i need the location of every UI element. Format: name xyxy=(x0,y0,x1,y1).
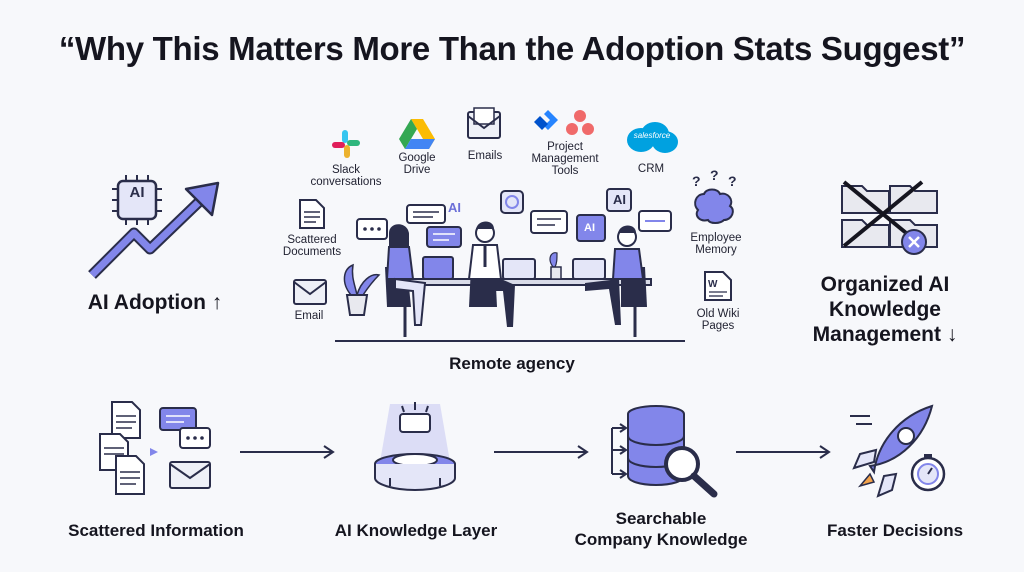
database-search-icon xyxy=(611,405,718,498)
svg-text:?: ? xyxy=(710,167,719,183)
flow-step-1-label: Scattered Information xyxy=(68,521,244,540)
slack-label: Slack conversations xyxy=(310,164,382,188)
rocket-stopwatch-icon xyxy=(850,404,946,498)
salesforce-logo-text: salesforce xyxy=(633,131,671,140)
slack-icon xyxy=(332,130,360,158)
employee-memory-label: Employee Memory xyxy=(690,232,742,256)
ai-knowledge-layer-icon xyxy=(374,402,456,492)
wiki-pages-label: Old Wiki Pages xyxy=(696,308,740,332)
flow-step-2-label: AI Knowledge Layer xyxy=(334,521,498,540)
ai-chip-label: AI xyxy=(129,184,145,201)
google-drive-label: Google Drive xyxy=(398,152,436,176)
svg-text:W: W xyxy=(708,279,718,290)
google-drive-icon xyxy=(399,119,435,149)
ai-adoption-label: AI Adoption ↑ xyxy=(87,291,223,314)
email-icon xyxy=(293,279,327,305)
scattered-information-icon xyxy=(99,401,211,495)
flow-arrow-icon xyxy=(240,445,335,459)
salesforce-icon xyxy=(627,122,678,153)
wiki-page-icon: W xyxy=(704,271,732,301)
document-icon xyxy=(299,199,325,229)
emails-icon xyxy=(467,107,501,139)
flow-arrow-icon xyxy=(494,445,589,459)
crm-label: CRM xyxy=(637,163,665,175)
ai-adoption-chart-icon xyxy=(88,175,220,279)
crossed-folders-icon xyxy=(841,180,938,255)
ai-tag-2: AI xyxy=(584,222,595,234)
scattered-documents-label: Scattered Documents xyxy=(282,234,342,258)
flow-step-4-label: Faster Decisions xyxy=(826,521,964,540)
ai-tag-1: AI xyxy=(448,200,461,215)
project-management-label: Project Management Tools xyxy=(531,141,599,177)
brain-question-icon: ? ? ? xyxy=(692,167,737,224)
project-management-icons xyxy=(534,110,594,135)
flow-step-3-label: Searchable Company Knowledge xyxy=(574,509,748,549)
ai-tag-3: AI xyxy=(613,192,626,207)
page-title: “Why This Matters More Than the Adoption… xyxy=(58,30,966,67)
emails-label: Emails xyxy=(467,150,503,162)
flow-arrow-icon xyxy=(736,445,831,459)
email-label: Email xyxy=(294,310,324,322)
svg-text:?: ? xyxy=(692,173,701,189)
remote-agency-illustration xyxy=(335,188,685,342)
knowledge-management-label: Organized AI Knowledge Management ↓ xyxy=(812,273,958,346)
svg-text:?: ? xyxy=(728,173,737,189)
remote-agency-caption: Remote agency xyxy=(449,354,575,373)
